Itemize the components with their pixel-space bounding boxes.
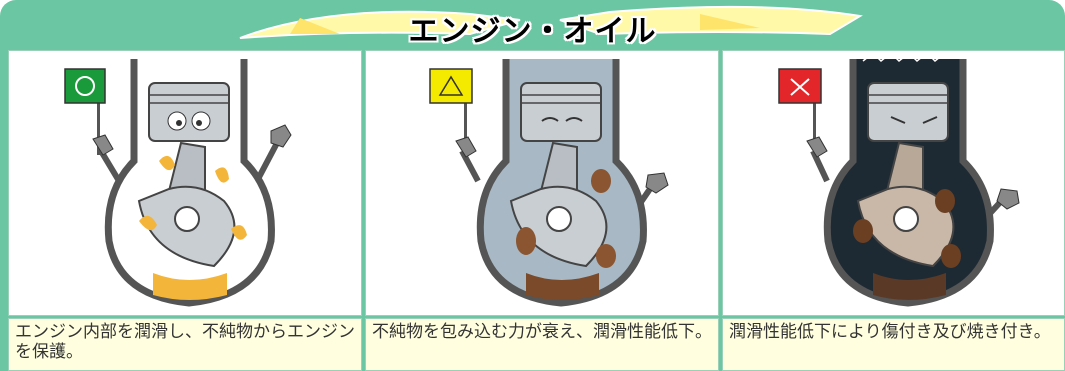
piston	[520, 82, 602, 142]
piston	[867, 82, 949, 142]
banner-ribbon-shapes	[239, 5, 863, 39]
circle-icon	[75, 76, 95, 96]
cross-icon	[790, 78, 810, 96]
caption-bad: 潤滑性能低下により傷付き及び焼き付き。	[722, 318, 1065, 371]
title-banner: エンジン・オイル	[0, 0, 1065, 52]
banner-title: エンジン・オイル	[408, 14, 657, 49]
panel-bad	[722, 50, 1065, 316]
panel-warning	[365, 50, 719, 316]
triangle-icon	[438, 75, 464, 96]
flag-good	[64, 68, 106, 104]
flag-pole	[97, 95, 100, 155]
caption-warning: 不純物を包み込む力が衰え、潤滑性能低下。	[365, 318, 719, 371]
caption-good: エンジン内部を潤滑し、不純物からエンジンを保護。	[8, 318, 362, 371]
piston-illustration-warning	[429, 59, 669, 307]
piston-illustration-good	[64, 59, 292, 307]
piston-illustration-bad	[778, 51, 1020, 307]
piston	[148, 82, 230, 142]
flag-warning	[429, 68, 473, 104]
panel-good	[8, 50, 362, 316]
clean-oil	[153, 273, 227, 300]
